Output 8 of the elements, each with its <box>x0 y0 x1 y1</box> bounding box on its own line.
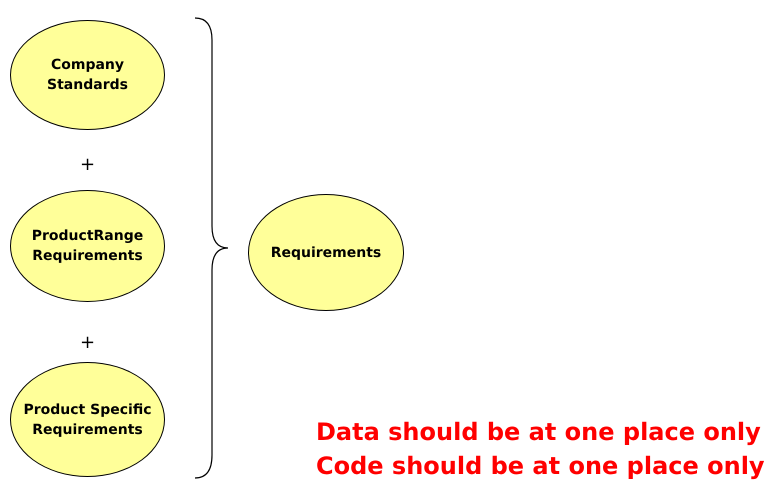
ellipse-node: Requirements <box>248 194 404 311</box>
plus-sign: + <box>80 332 96 353</box>
note-text: Code should be at one place only <box>316 452 765 480</box>
note-text: Data should be at one place only <box>316 418 761 446</box>
plus-sign: + <box>80 154 96 175</box>
ellipse-node: Product Specific Requirements <box>10 362 165 477</box>
ellipse-node: ProductRange Requirements <box>10 190 165 302</box>
ellipse-node: Company Standards <box>10 20 165 130</box>
